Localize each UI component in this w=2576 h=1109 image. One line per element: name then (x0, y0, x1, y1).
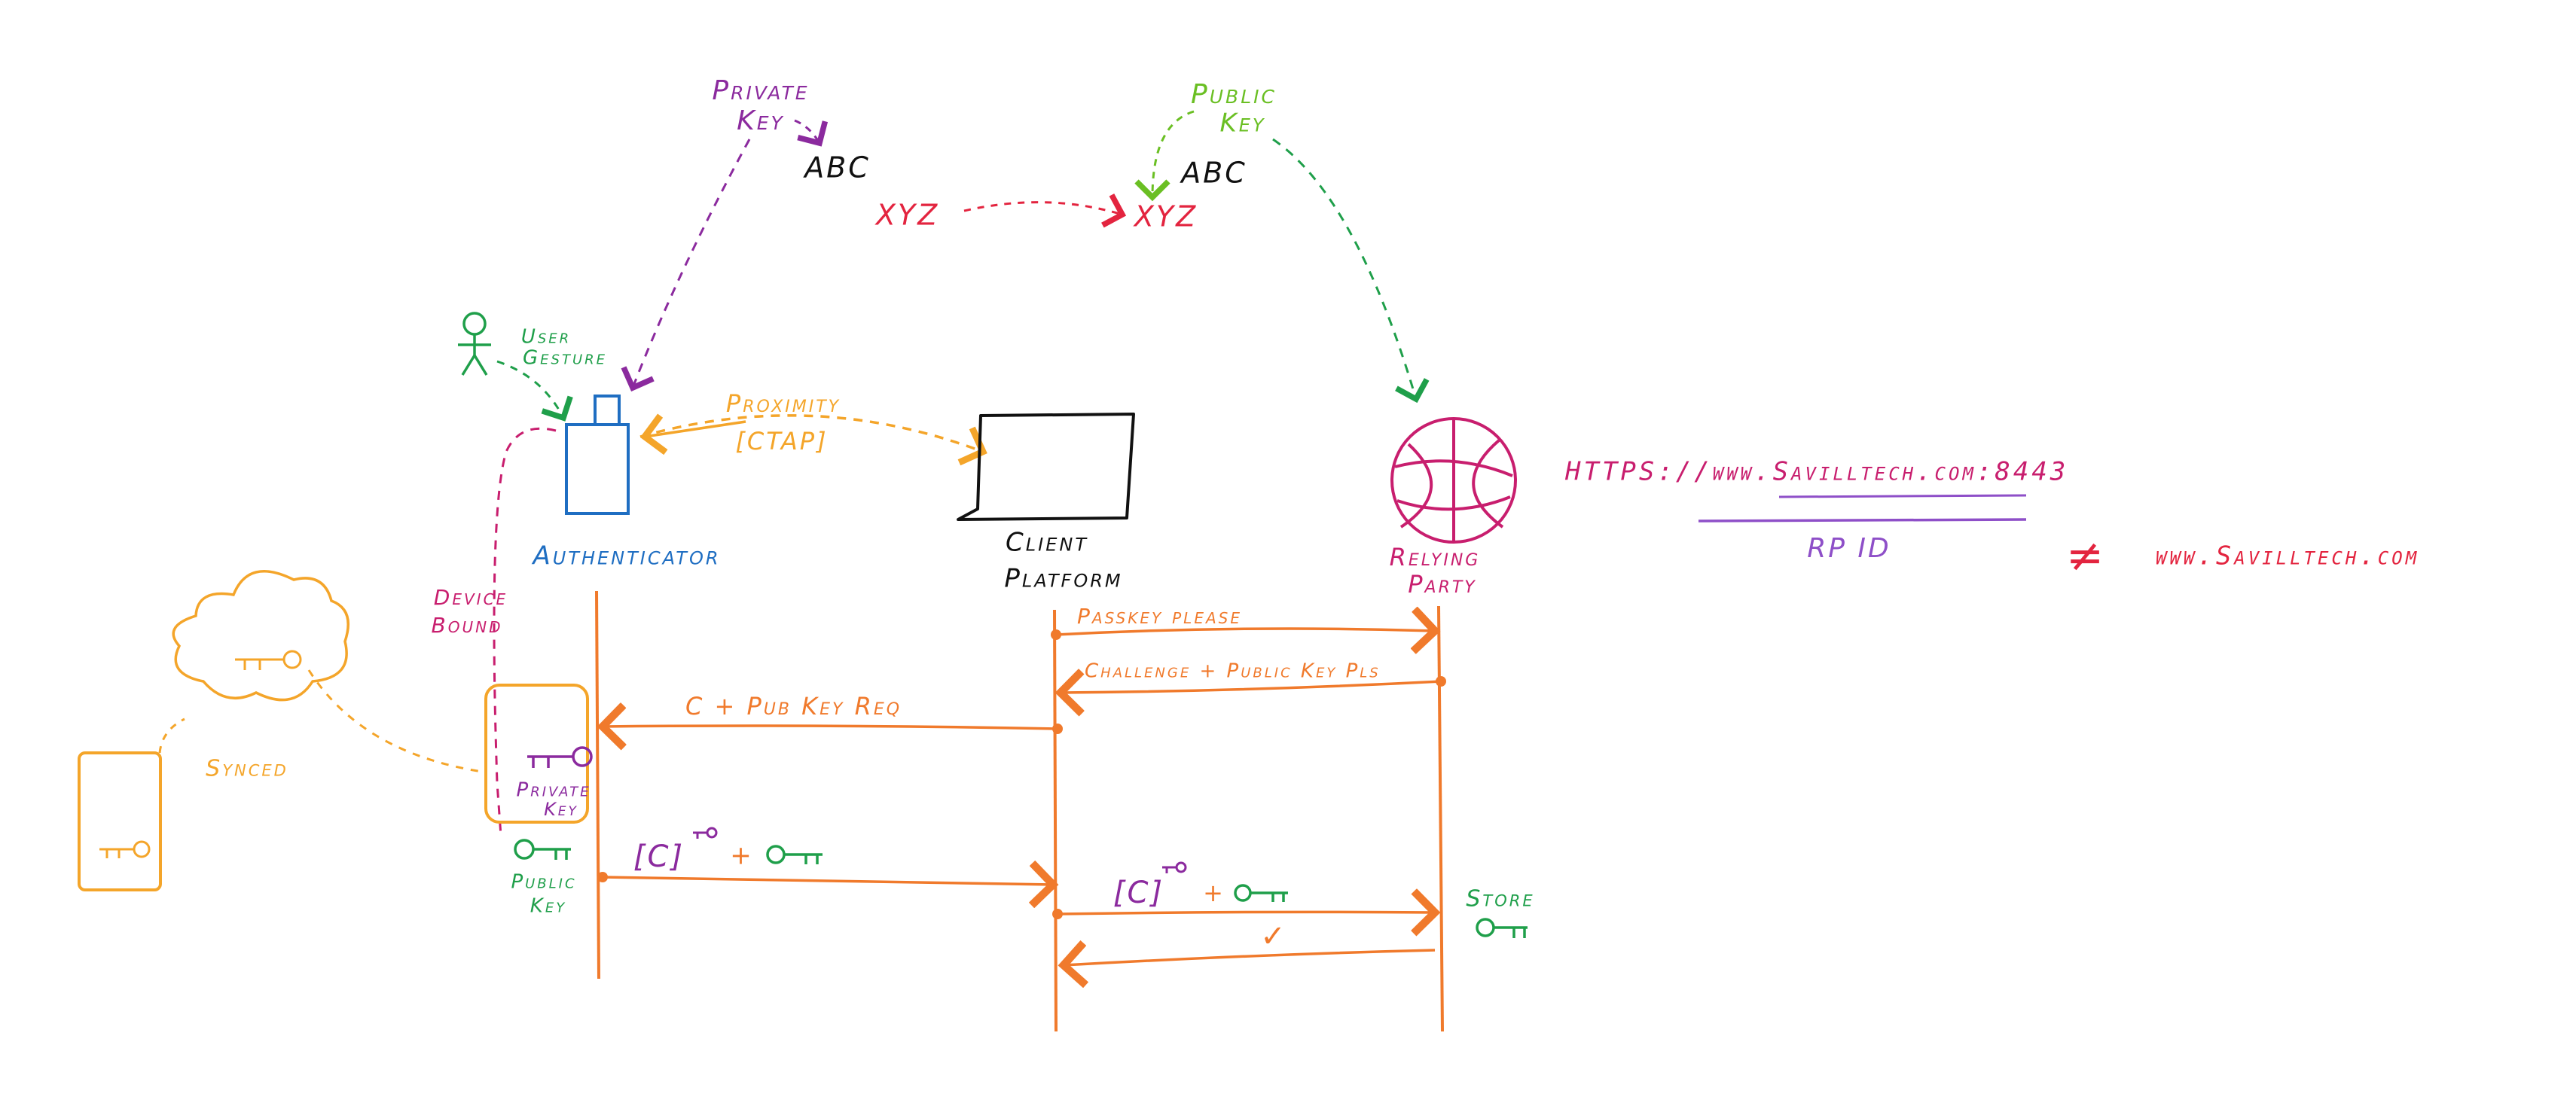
xyz-right-label: XYZ (1133, 200, 1198, 233)
msg-passkey-please: Passkey please (1051, 604, 1435, 640)
client-label-l1: Client (1006, 528, 1088, 558)
signing-key-small-icon-2 (1162, 861, 1187, 873)
xyz-left-label: XYZ (874, 199, 939, 232)
client-label-l2: Platform (1004, 564, 1122, 594)
passkey-please-label: Passkey please (1077, 604, 1242, 629)
private-key-to-abc-arrow (794, 119, 829, 147)
plus-label: + (730, 841, 754, 871)
laptop-screen-icon (957, 413, 1135, 521)
public-key-label-l1: Public (511, 871, 576, 894)
public-key-to-relying-party-arrow (1272, 138, 1430, 404)
msg-signed-challenge-forward: [C] + (1052, 861, 1435, 919)
c-pubkey-req-label: C + Pub Key Req (685, 692, 902, 721)
proximity-label-l1: Proximity (726, 389, 841, 418)
user-gesture-l2: Gesture (523, 347, 607, 370)
device-key-icon (99, 840, 151, 858)
cloud-key-icon (235, 650, 302, 670)
user-stick-figure-icon (458, 312, 491, 376)
private-key-to-authenticator-arrow (621, 139, 751, 392)
public-key-icon (514, 839, 571, 860)
abc-right-label: ABC (1179, 157, 1247, 190)
device-bound-label-l1: Device (434, 585, 508, 610)
public-key-label-l2: Key (1219, 108, 1265, 139)
public-key-message-icon-2 (1234, 884, 1288, 902)
client-lifeline (1053, 609, 1058, 1032)
synced-label: Synced (206, 756, 288, 782)
relying-party-lifeline (1437, 605, 1444, 1032)
authenticator-lifeline (595, 590, 600, 980)
public-key-to-xyz-arrow (1134, 110, 1195, 202)
xyz-to-xyz-arrow (963, 193, 1127, 228)
cloud-icon (172, 570, 349, 702)
not-equal-sign: ≠ (2066, 530, 2104, 583)
challenge-label: Challenge + Public Key Pls (1085, 660, 1381, 683)
private-key-label-l1: Private (517, 779, 591, 802)
public-key-message-icon (766, 845, 823, 864)
security-key-icon (565, 395, 630, 515)
stored-public-key-icon (1476, 918, 1528, 938)
phone-device-icon (78, 751, 162, 891)
rp-url-label: HTTPS://www.Savilltech.com:8443 (1564, 457, 2068, 487)
store-label: Store (1466, 886, 1534, 912)
device-bound-label-l2: Bound (432, 613, 503, 638)
rp-domain-underline (1778, 494, 2027, 498)
plus-label-2: + (1203, 879, 1225, 907)
proximity-label-l2: [CTAP] (735, 427, 828, 455)
cloud-to-authenticator-line (307, 669, 483, 773)
signed-c-label-2: [C] (1113, 876, 1164, 910)
rp-id-label: RP ID (1807, 533, 1891, 564)
rp-id-rule (1698, 518, 2027, 523)
msg-success: ✓ (1064, 919, 1436, 965)
abc-left-label: ABC (802, 151, 871, 184)
private-key-holder-box (484, 684, 589, 824)
relying-party-label-l1: Relying (1390, 543, 1481, 571)
signing-key-small-icon (693, 827, 718, 839)
check-mark: ✓ (1260, 919, 1286, 954)
proximity-arrow-right (639, 414, 987, 466)
msg-challenge: Challenge + Public Key Pls (1061, 660, 1446, 693)
private-key-top: Private Key (712, 75, 809, 136)
user-gesture-l1: User (521, 326, 571, 349)
globe-icon (1390, 417, 1517, 544)
public-key-label-l2: Key (530, 895, 566, 918)
private-key-icon (527, 746, 593, 768)
relying-party-label-l2: Party (1408, 570, 1477, 599)
other-url-label: www.Savilltech.com (2156, 541, 2419, 571)
private-key-label-l2: Key (737, 105, 785, 136)
public-key-top: Public Key (1191, 79, 1277, 139)
user-gesture-arrow (496, 360, 573, 422)
proximity-arrow-left (639, 413, 746, 455)
signed-c-label: [C] (633, 839, 685, 874)
private-key-label-l1: Private (712, 75, 809, 106)
public-key-label-l1: Public (1191, 79, 1277, 110)
msg-signed-challenge-up: [C] + (597, 827, 1053, 885)
device-bound-dashed-line (493, 427, 557, 836)
device-to-cloud-line (158, 717, 185, 754)
msg-c-pubkey-req: C + Pub Key Req (603, 692, 1063, 734)
authenticator-label: Authenticator (531, 541, 720, 571)
private-key-label-l2: Key (544, 799, 578, 820)
